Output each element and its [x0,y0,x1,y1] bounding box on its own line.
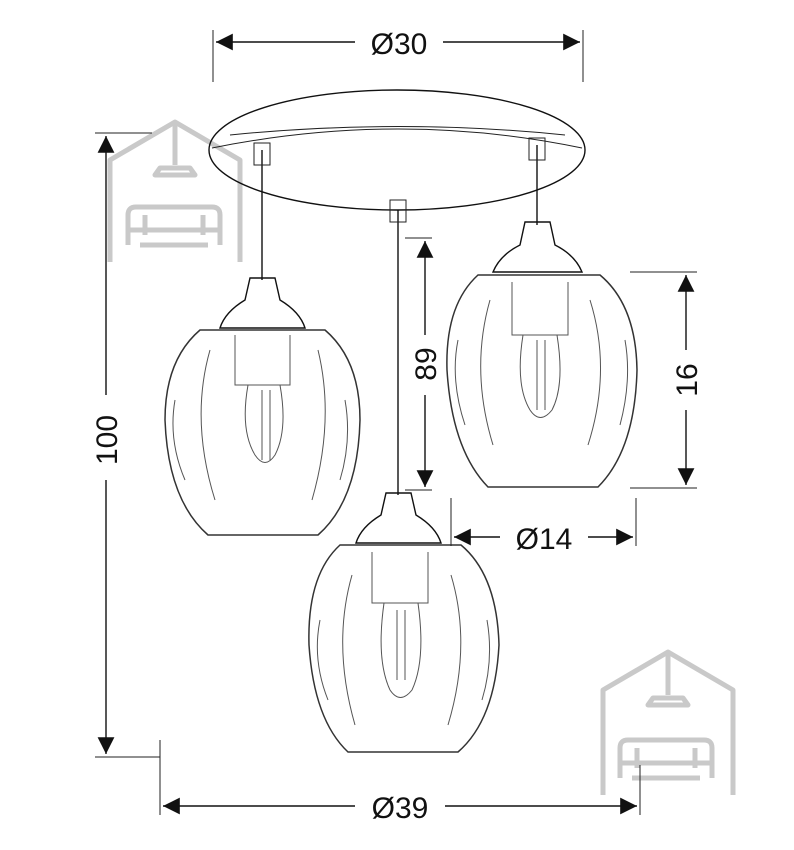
shade-diameter-label: Ø14 [516,523,573,556]
house-sofa-watermark-icon [600,649,736,795]
dimension-total-height: 100 [91,132,160,758]
pendant-right [446,221,638,488]
shade-height-label: 16 [671,363,704,396]
ceiling-canopy [208,89,586,211]
drop-height-label: 89 [410,347,443,380]
canopy-diameter-label: Ø30 [371,28,428,61]
pendant-center [308,492,500,753]
dimension-shade-height: 16 [630,271,704,489]
dimension-shade-diameter: Ø14 [450,498,637,556]
house-sofa-watermark-icon [107,119,243,262]
pendant-left [164,277,361,536]
dimension-total-width: Ø39 [159,740,641,825]
total-width-label: Ø39 [372,792,429,825]
dimension-canopy-diameter: Ø30 [212,28,584,82]
dimension-drop-height: 89 [405,237,443,491]
total-height-label: 100 [91,415,124,465]
